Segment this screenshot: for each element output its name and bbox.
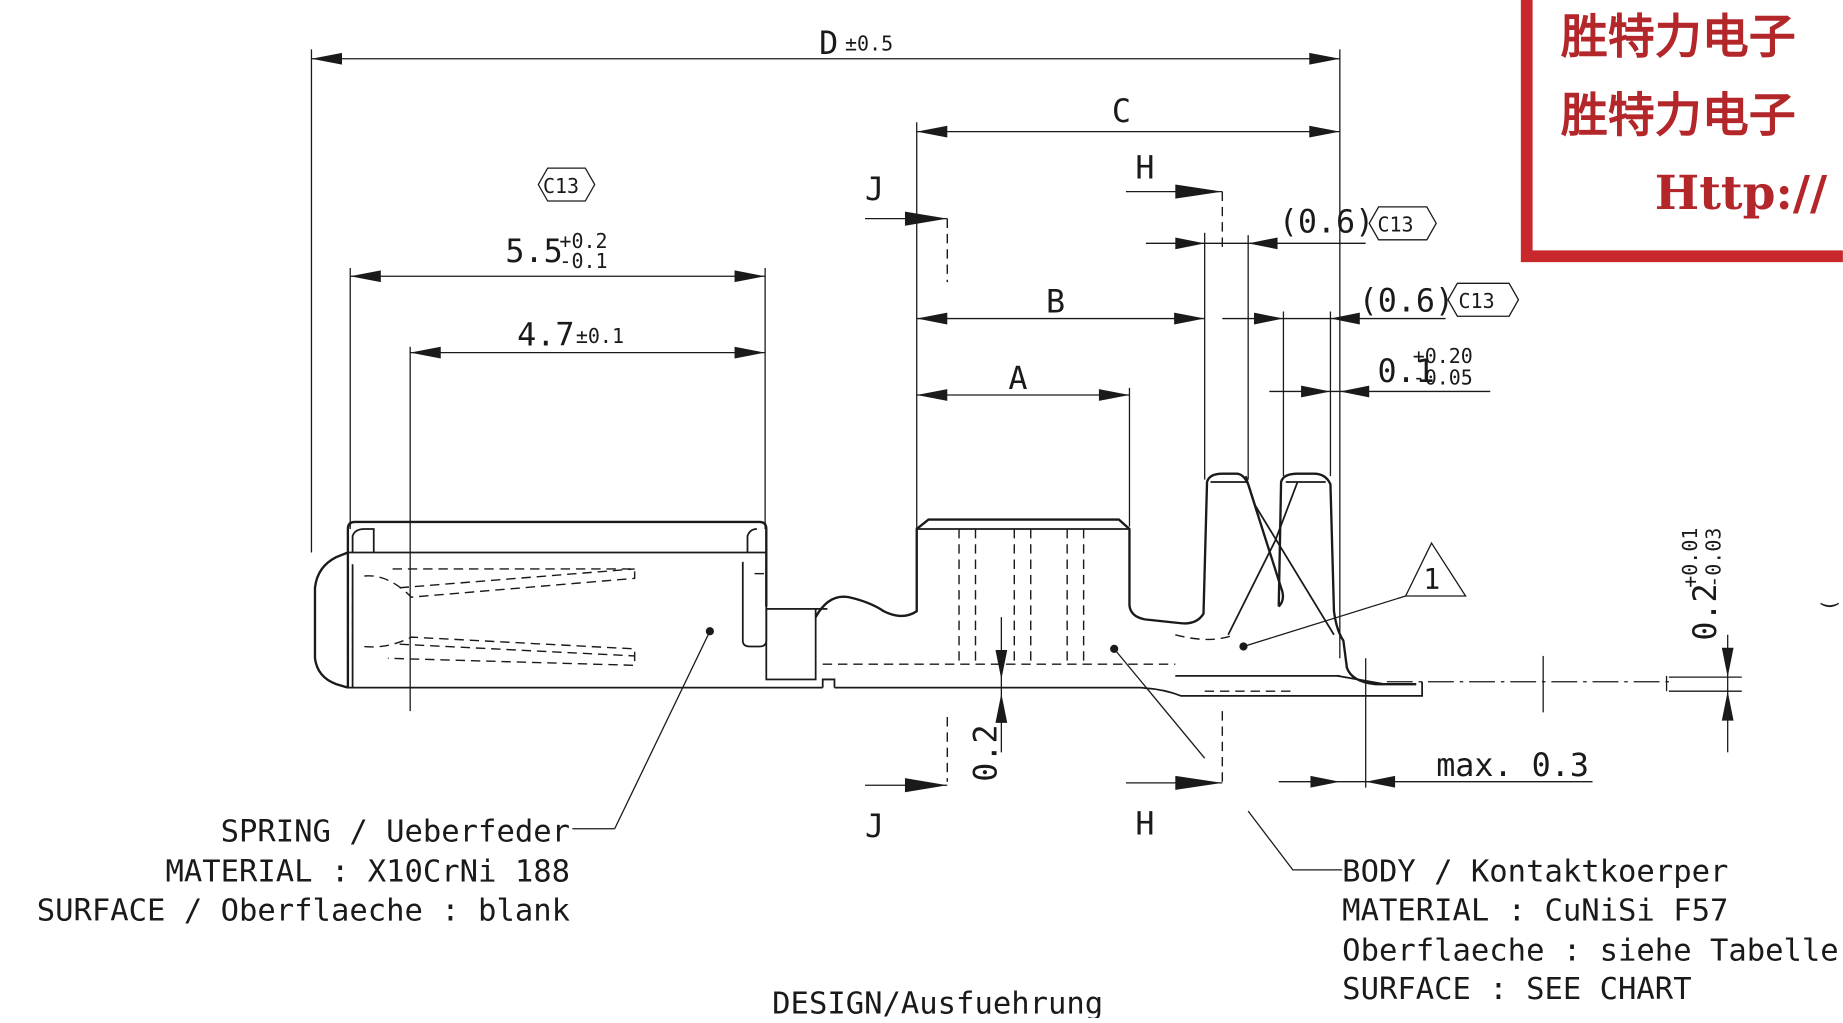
section-h-top: H [1135,151,1154,187]
dim-47-main: 4.7 [517,318,574,354]
dim-gap1: (0.6) [1279,205,1374,241]
c13-badge-right1: C13 [1377,213,1413,237]
dimension-5-5: 5.5 +0.2 -0.1 C13 [349,167,766,529]
watermark-line2: 胜特力电子 [1561,89,1796,144]
section-h-bottom: H [1135,807,1154,843]
dimension-4-7: 4.7 ±0.1 [409,318,766,712]
section-j-bottom: J [865,809,884,845]
c13-badge-top: C13 [543,174,579,198]
dim-c: C [1112,94,1131,130]
note-triangle-number: 1 [1423,563,1440,596]
dim-gap2: (0.6) [1359,284,1454,320]
dimension-d: D ±0.5 [310,26,1341,659]
centerline [1386,655,1669,713]
svg-text:(: ( [1817,599,1841,611]
dimension-b: B [916,232,1206,480]
body-section [814,472,1423,697]
spring-leader [614,630,711,830]
note-triangle: 1 [1243,541,1467,648]
section-j: J J [865,172,948,845]
dim-d-letter: D [819,26,838,62]
dim-d-tol: ±0.5 [845,32,893,56]
spring-note-line3: SURFACE / Oberflaeche : blank [37,893,570,928]
dim-max03: max. 0.3 [1436,748,1589,784]
c13-badge-right2: C13 [1459,289,1495,313]
body-leader-inner [1113,648,1206,759]
dim-b: B [1046,285,1065,321]
dim-55-lower: -0.1 [559,249,607,273]
section-j-top: J [865,172,884,208]
dim-right-main: 0.2 [1688,583,1724,640]
dimension-max03: max. 0.3 [1278,658,1593,788]
dim-55-main: 5.5 [505,234,562,270]
watermark-line3: Http:// [1655,166,1828,221]
spring-note: SPRING / Ueberfeder MATERIAL : X10CrNi 1… [37,815,570,929]
body-note-line3: Oberflaeche : siehe Tabelle [1342,933,1839,968]
body-leader [1247,810,1343,871]
dim-55-upper: +0.2 [559,229,607,253]
dim-height02: 0.2 [969,724,1005,781]
dim-a: A [1008,361,1027,397]
dim-thick-lower: -0.05 [1413,365,1473,389]
dimension-0-2: 0.2 [969,617,1008,782]
body-note-line1: BODY / Kontaktkoerper [1342,855,1728,890]
body-note-line4: SURFACE : SEE CHART [1342,972,1691,1007]
spring-note-line1: SPRING / Ueberfeder [221,815,570,850]
dim-thick-main: 0.1 [1377,354,1434,390]
watermark-box: 胜特力电子 胜特力电子 Http:// [1520,0,1843,263]
watermark-line1: 胜特力电子 [1561,10,1796,65]
dim-right-lower: -0.03 [1702,528,1726,588]
dim-thick-upper: +0.20 [1413,344,1473,368]
section-h: H H [1125,151,1224,843]
body-note-line2: MATERIAL : CuNiSi F57 [1342,893,1728,928]
body-note: BODY / Kontaktkoerper MATERIAL : CuNiSi … [1342,855,1839,1008]
dimension-right-0-2: 0.2 +0.01 -0.03 [1668,528,1742,753]
spring-note-line2: MATERIAL : X10CrNi 188 [165,855,570,890]
dimension-gaps: (0.6) C13 (0.6) C13 0.1 +0.20 -0.05 [1145,205,1520,480]
dimension-a: A [916,361,1131,527]
spring-section [313,520,836,689]
dim-47-tol: ±0.1 [576,324,624,348]
dim-right-upper: +0.01 [1678,528,1702,588]
design-caption: DESIGN/Ausfuehrung [772,986,1103,1018]
dimension-c: C [916,94,1340,532]
